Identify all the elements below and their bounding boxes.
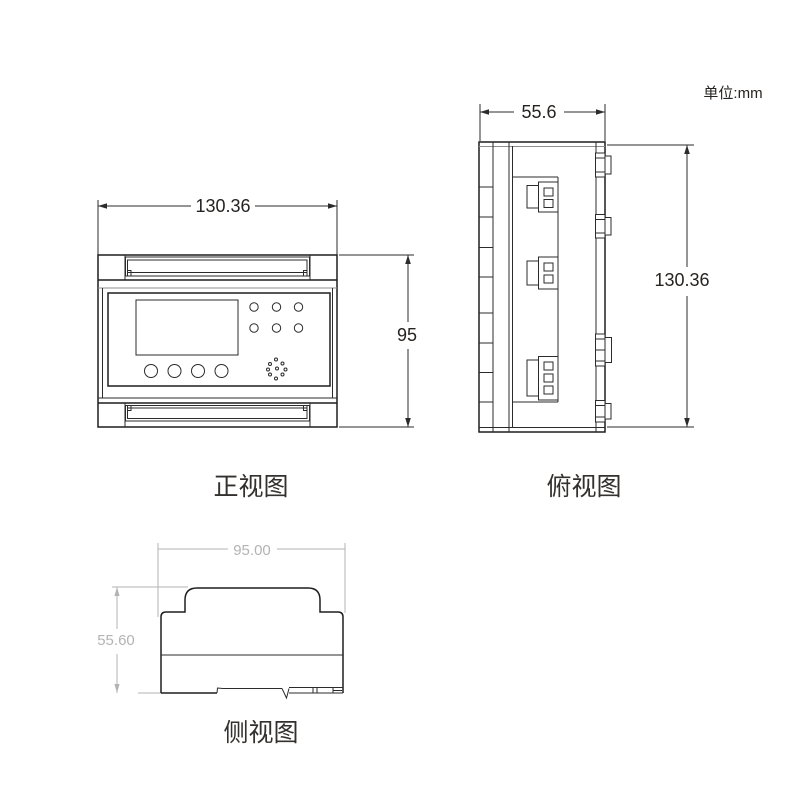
side-extension-lines [112, 543, 346, 694]
side-bottom-din-clip [161, 687, 343, 700]
top-width-dimension-lines [479, 104, 606, 141]
rail-notch [127, 405, 132, 411]
mounting-clip [595, 400, 612, 423]
top-height-dimension: 130.36 [654, 270, 709, 290]
mounting-clip [595, 152, 612, 178]
mounting-clip [595, 333, 612, 367]
indicator-light [249, 302, 259, 312]
front-top-rail [98, 255, 337, 289]
front-view-label: 正视图 [213, 473, 288, 501]
front-height-dimension-lines [339, 254, 414, 428]
terminal-block [526, 256, 559, 290]
indicator-light [271, 323, 282, 333]
indicator-light [293, 323, 304, 333]
lcd-screen [135, 299, 239, 356]
top-view-label: 俯视图 [546, 473, 621, 501]
panel-button [167, 364, 182, 378]
side-height-dimension-lines [114, 587, 120, 693]
terminal-block [526, 356, 559, 401]
rail-notch [303, 405, 308, 411]
side-width-dimension-lines [157, 545, 346, 553]
indicator-light [271, 302, 282, 312]
side-height-dimension: 55.60 [97, 632, 135, 649]
front-height-dimension: 95 [397, 325, 417, 345]
panel-button [144, 364, 158, 378]
side-profile-outline [160, 587, 344, 693]
indicator-light [293, 302, 304, 312]
side-view-drawing: 95.00 55.60 侧视图 [97, 542, 346, 747]
speaker-holes [266, 357, 288, 381]
top-width-dimension: 55.6 [521, 102, 556, 122]
rail-notch [303, 270, 308, 277]
front-width-dimension: 130.36 [195, 196, 250, 216]
mounting-clip [595, 214, 612, 239]
panel-button [214, 364, 229, 378]
top-view-drawing: 55.6 [478, 102, 710, 501]
top-height-dimension-lines [607, 144, 694, 428]
unit-note: 单位:mm [703, 85, 762, 102]
terminal-block [526, 181, 559, 213]
front-width-dimension-lines [97, 200, 338, 255]
top-left-edge-ticks [479, 186, 493, 403]
front-buttons [144, 364, 229, 378]
rail-notch [127, 270, 132, 277]
side-width-dimension: 95.00 [233, 542, 271, 559]
front-bottom-rail [98, 397, 337, 427]
side-view-label: 侧视图 [223, 719, 298, 747]
indicator-lights [249, 302, 304, 333]
front-view-drawing: 130.36 [97, 196, 417, 501]
panel-button [191, 364, 205, 378]
indicator-light [249, 323, 259, 333]
